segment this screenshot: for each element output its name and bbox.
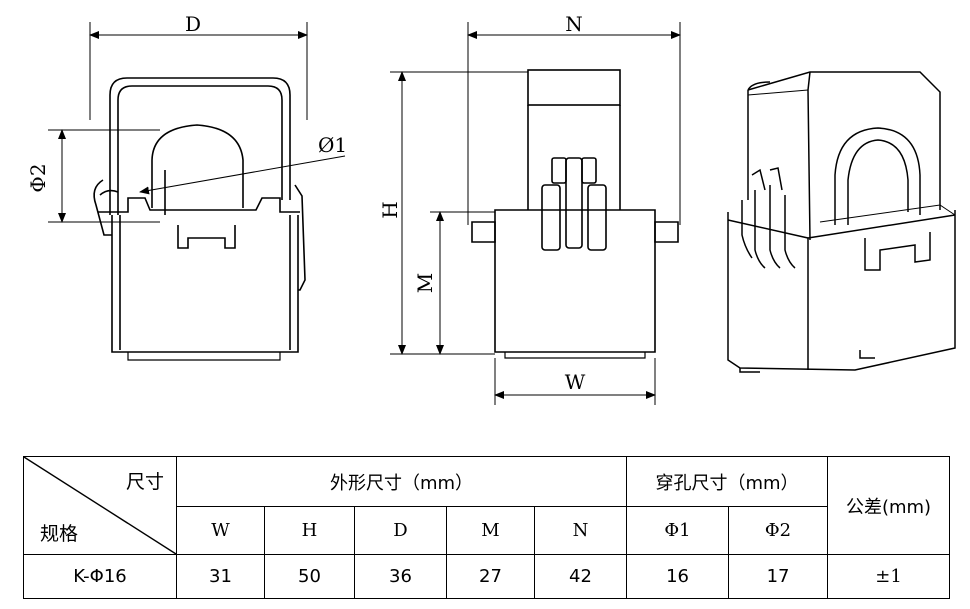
tolerance-header: 公差(mm) [827,456,951,555]
value-cell-h: 50 [264,554,355,599]
tolerance-cell: ±1 [827,554,951,599]
table-row: K-Φ16 31 50 36 27 42 16 17 ±1 [23,554,951,599]
dim-phi1-label: Ø1 [318,133,347,157]
col-header-phi2: Φ2 [728,506,829,555]
col-header-h: H [264,506,355,555]
corner-top-label: 尺寸 [125,471,164,493]
col-header-w: W [176,506,265,555]
col-header-m: M [446,506,535,555]
corner-diagonal [24,457,176,554]
corner-bottom-label: 规格 [40,523,79,545]
value-cell-n: 42 [533,554,628,599]
value-cell-m: 27 [446,554,535,599]
technical-drawings: D Ø1 Φ2 N H M W [26,12,956,405]
spec-table: 尺寸 规格 外形尺寸（mm） 穿孔尺寸（mm） 公差(mm) W H D M N… [23,456,951,599]
col-header-phi1: Φ1 [626,506,730,555]
group-hole-header: 穿孔尺寸（mm） [626,456,829,507]
value-cell-phi1: 16 [626,554,730,599]
dim-n-label: N [565,12,583,36]
dim-d-label: D [185,12,201,36]
isometric-view [727,71,956,373]
value-cell-d: 36 [354,554,447,599]
corner-header-cell: 尺寸 规格 [23,456,177,555]
dim-phi2-label: Φ2 [26,163,50,192]
model-cell: K-Φ16 [23,554,177,599]
value-cell-phi2: 17 [728,554,829,599]
dim-h-label: H [378,201,402,218]
col-header-d: D [354,506,447,555]
dim-w-label: W [565,370,586,394]
side-view [390,22,681,405]
col-header-n: N [533,506,628,555]
value-cell-w: 31 [176,554,265,599]
dim-m-label: M [413,273,437,293]
front-view [48,22,346,361]
group-outer-header: 外形尺寸（mm） [175,456,628,507]
